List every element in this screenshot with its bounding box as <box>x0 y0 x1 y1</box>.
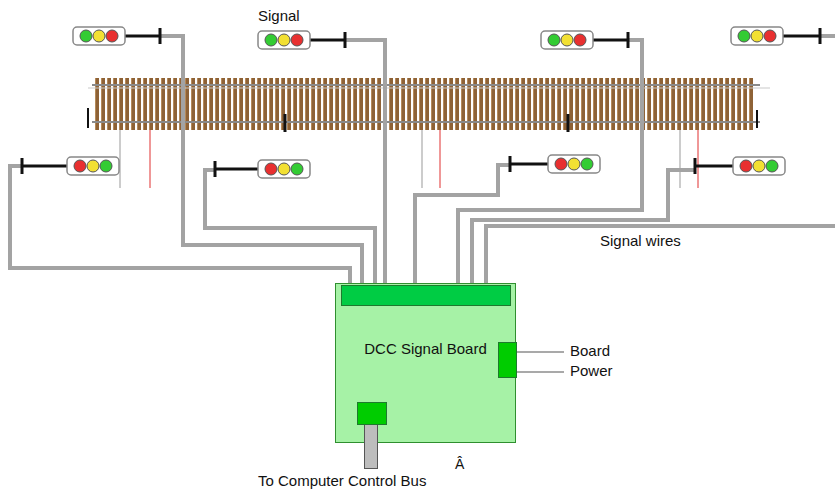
signal-symbol <box>541 31 628 49</box>
signal-symbol <box>215 160 310 178</box>
signal-symbol <box>22 157 119 175</box>
connector-strip <box>341 285 511 306</box>
signal-symbol <box>258 31 345 49</box>
signal-board: DCC Signal Board <box>335 283 516 443</box>
signal-symbol <box>731 27 820 45</box>
signal-label: Signal <box>258 7 300 25</box>
bus-connector <box>357 402 387 425</box>
signal-symbol <box>695 157 785 175</box>
bus-label: To Computer Control Bus <box>258 472 426 490</box>
signal-wires <box>10 36 835 284</box>
board-title: DCC Signal Board <box>336 340 515 357</box>
wires-label: Signal wires <box>600 232 681 250</box>
signal-symbol <box>73 27 160 45</box>
stray-glyph: Â <box>455 455 464 473</box>
power-leads <box>516 352 564 372</box>
power-connector <box>498 342 517 378</box>
power-label: Board Power <box>570 341 613 381</box>
signal-symbol <box>510 155 600 173</box>
